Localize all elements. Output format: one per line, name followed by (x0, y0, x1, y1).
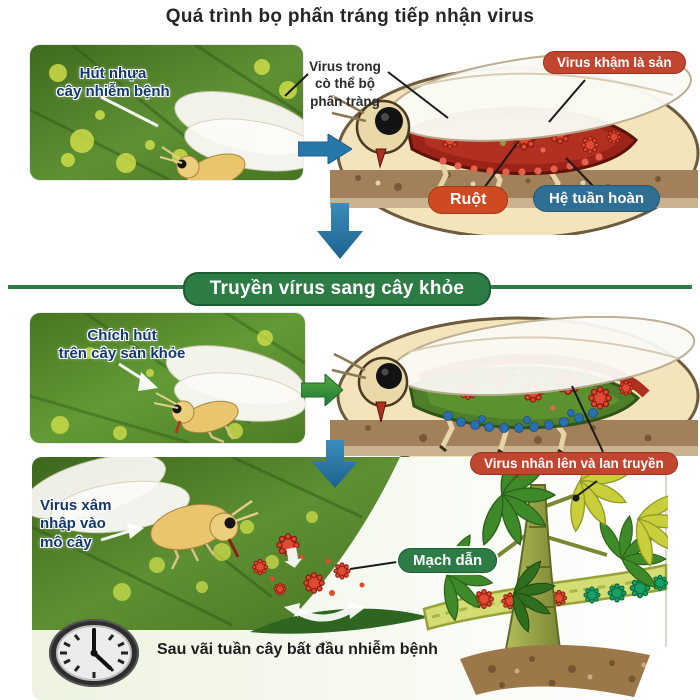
flow-arrows (284, 547, 366, 622)
leaf-photo-illustration (30, 45, 303, 180)
clock-icon (49, 619, 139, 687)
badge-virus-spreads: Virus nhân lên và lan truyền (470, 452, 678, 475)
infection-spread-panel (32, 457, 668, 700)
whitefly (32, 457, 259, 570)
badge-mosaic-virus: Virus khậm là sản (543, 51, 686, 74)
section-banner: Truyền vírus sang cây khỏe (183, 272, 491, 306)
badge-gut: Ruột (428, 186, 509, 214)
page-title: Quá trình bọ phấn tráng tiếp nhận virus (165, 6, 535, 27)
photo-whitefly-infected-leaf: Hút nhựa cây nhiễm bệnh (30, 45, 303, 180)
badge-circulatory-system: Hệ tuần hoàn (533, 185, 661, 212)
soil-mound (460, 644, 650, 697)
whitefly (153, 345, 305, 443)
whitefly-anatomy-virus-transmitting (330, 316, 700, 460)
label-suck-sap: Hút nhựa cây nhiễm bệnh (56, 65, 170, 101)
photo-whitefly-healthy-leaf: Chích hút trên cây sản khỏe (30, 313, 305, 443)
whitefly-eye (375, 107, 403, 135)
whitefly (159, 91, 303, 180)
arrow-right-green-icon (301, 374, 343, 406)
arrow-right-blue-icon (298, 134, 352, 164)
leaf-photo-illustration (30, 313, 305, 443)
label-virus-enters-tissue: Virus xâm nhập vào mô cây (40, 497, 112, 551)
whitefly-eye (376, 363, 402, 389)
lower-leaf (250, 608, 430, 634)
arrow-down-blue-icon (312, 440, 358, 488)
note-virus-in-body: Virus trong cò thể bộ phấn tràng (309, 59, 381, 109)
label-feed-healthy: Chích hút trên cây sản khỏe (58, 327, 186, 363)
badge-vascular-vessel: Mạch dẫn (398, 548, 498, 573)
plant-infection-illustration (32, 457, 668, 700)
timeline-caption: Sau vãi tuần cây bất đầu nhiễm bệnh (157, 641, 438, 658)
arrow-down-blue-icon (317, 203, 363, 259)
virus-particles-entering (251, 533, 365, 596)
